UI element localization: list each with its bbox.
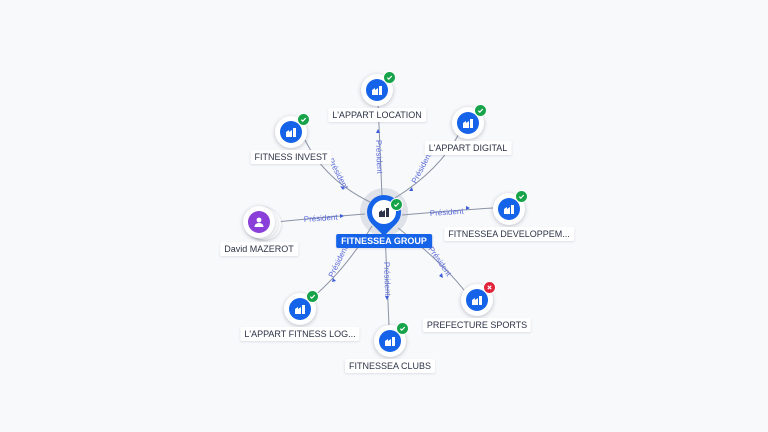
- edge-label-fitnessea-developpement: Président: [430, 207, 465, 218]
- center-node-label: FITNESSEA GROUP: [336, 234, 432, 248]
- person-bubble: [243, 206, 275, 238]
- status-closed-icon: [483, 281, 496, 294]
- edge-label-lappart-digital: Président: [410, 150, 434, 185]
- edge-label-person: Président: [304, 213, 339, 224]
- status-active-icon: [396, 322, 409, 335]
- company-bubble: [284, 290, 319, 325]
- edge-person: [275, 213, 366, 223]
- arrow-prefecture-sports: [439, 273, 443, 278]
- edge-label-lappart-location: Président: [374, 140, 384, 175]
- company-bubble: [374, 322, 409, 357]
- building-icon: [466, 289, 488, 311]
- company-bubble: [452, 104, 487, 139]
- company-label: PREFECTURE SPORTS: [422, 318, 532, 332]
- building-icon: [289, 298, 311, 320]
- building-icon: [280, 121, 302, 143]
- arrow-fitness-invest: [340, 186, 344, 190]
- arrow-fitnessea-clubs: [385, 296, 389, 300]
- company-label: FITNESSEA CLUBS: [344, 359, 436, 373]
- status-active-icon: [515, 190, 528, 203]
- status-active-icon: [390, 198, 403, 211]
- company-label: L'APPART LOCATION: [328, 108, 426, 122]
- arrow-lappart-location: [376, 129, 380, 133]
- arrow-lappart-fitness-log: [332, 278, 336, 282]
- company-label: FITNESSEA DEVELOPPEM...: [444, 227, 574, 241]
- person-icon: [248, 211, 270, 233]
- building-icon: [372, 200, 396, 224]
- company-bubble: [493, 190, 528, 225]
- edge-label-prefecture-sports: Président: [426, 245, 453, 278]
- arrow-fitnessea-developpement: [466, 206, 470, 210]
- company-bubble: [275, 113, 310, 148]
- edge-fitness-invest: [304, 139, 371, 203]
- building-icon: [498, 198, 520, 220]
- building-icon: [457, 112, 479, 134]
- company-label: FITNESS INVEST: [250, 150, 332, 164]
- company-label: L'APPART DIGITAL: [424, 141, 512, 155]
- person-node-label: David MAZEROT: [220, 242, 298, 256]
- building-icon: [366, 79, 388, 101]
- edge-label-fitnessea-clubs: Président: [382, 262, 392, 297]
- status-active-icon: [383, 71, 396, 84]
- building-icon: [379, 330, 401, 352]
- edge-fitnessea-developpement: [401, 207, 494, 216]
- status-active-icon: [474, 104, 487, 117]
- company-bubble: [461, 281, 496, 316]
- status-active-icon: [297, 113, 310, 126]
- status-active-icon: [306, 290, 319, 303]
- edge-lappart-digital: [394, 131, 461, 199]
- company-label: L'APPART FITNESS LOG...: [240, 327, 360, 341]
- company-bubble: [361, 71, 396, 106]
- edge-label-lappart-fitness-log: Président: [327, 244, 350, 279]
- arrow-lappart-digital: [409, 187, 413, 191]
- arrow-person: [340, 214, 344, 218]
